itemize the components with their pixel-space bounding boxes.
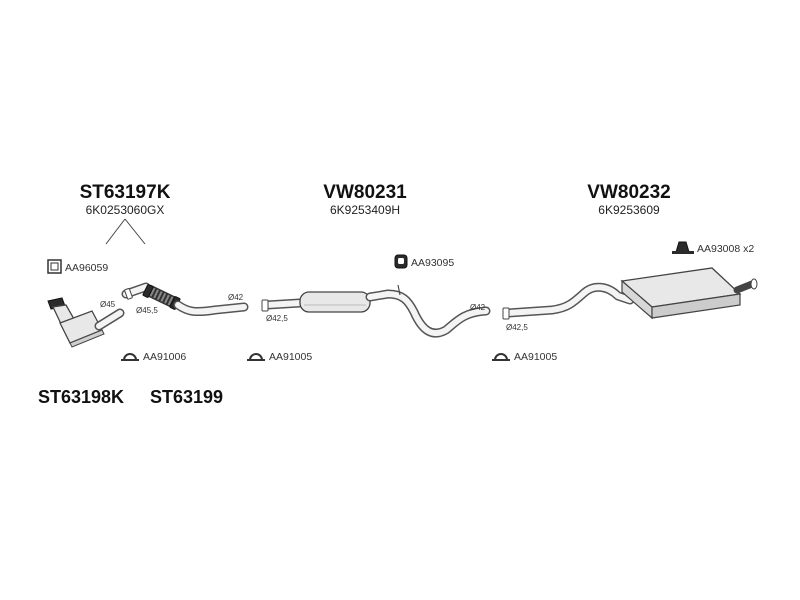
- bracket-lines: [105, 218, 146, 245]
- middle-inlet-dimension: Ø42,5: [266, 314, 288, 323]
- clamp-front-label: AA91006: [143, 351, 186, 363]
- rubber-hanger-label: AA93095: [411, 257, 454, 269]
- clamp-icon-front: [121, 353, 139, 361]
- mount-icon: [672, 241, 694, 254]
- assembly-code-rear: VW80232: [587, 182, 670, 203]
- front-pipe-end-dimension: Ø42: [228, 293, 244, 302]
- middle-silencer-icon: [261, 284, 491, 338]
- assembly-oem-front: 6K0253060GX: [86, 203, 165, 217]
- catalytic-converter-icon: [47, 297, 125, 348]
- assembly-code-front: ST63197K: [80, 182, 171, 203]
- clamp-middle-label: AA91005: [269, 351, 312, 363]
- bottom-code-2: ST63199: [150, 387, 223, 407]
- assembly-oem-middle: 6K9253409H: [330, 203, 400, 217]
- assembly-code-middle: VW80231: [323, 182, 407, 203]
- front-pipe-icon: [173, 300, 249, 317]
- gasket-label: AA96059: [65, 262, 108, 274]
- assembly-oem-rear: 6K9253609: [598, 203, 660, 217]
- bottom-code-1: ST63198K: [38, 387, 124, 407]
- middle-outlet-dimension: Ø42: [470, 303, 486, 312]
- rubber-hanger-icon: [394, 254, 408, 269]
- mount-pair-label: AA93008 x2: [697, 243, 754, 255]
- clamp-icon-middle: [247, 353, 265, 361]
- flex-outlet-dimension: Ø45,5: [136, 306, 158, 315]
- clamp-rear-label: AA91005: [514, 351, 557, 363]
- flex-pipe-icon: [121, 282, 181, 310]
- gasket-icon: [47, 259, 62, 274]
- clamp-icon-rear: [492, 353, 510, 361]
- rear-silencer-icon: [502, 267, 758, 320]
- cat-inlet-dimension: Ø45: [100, 300, 116, 309]
- rear-inlet-dimension: Ø42,5: [506, 323, 528, 332]
